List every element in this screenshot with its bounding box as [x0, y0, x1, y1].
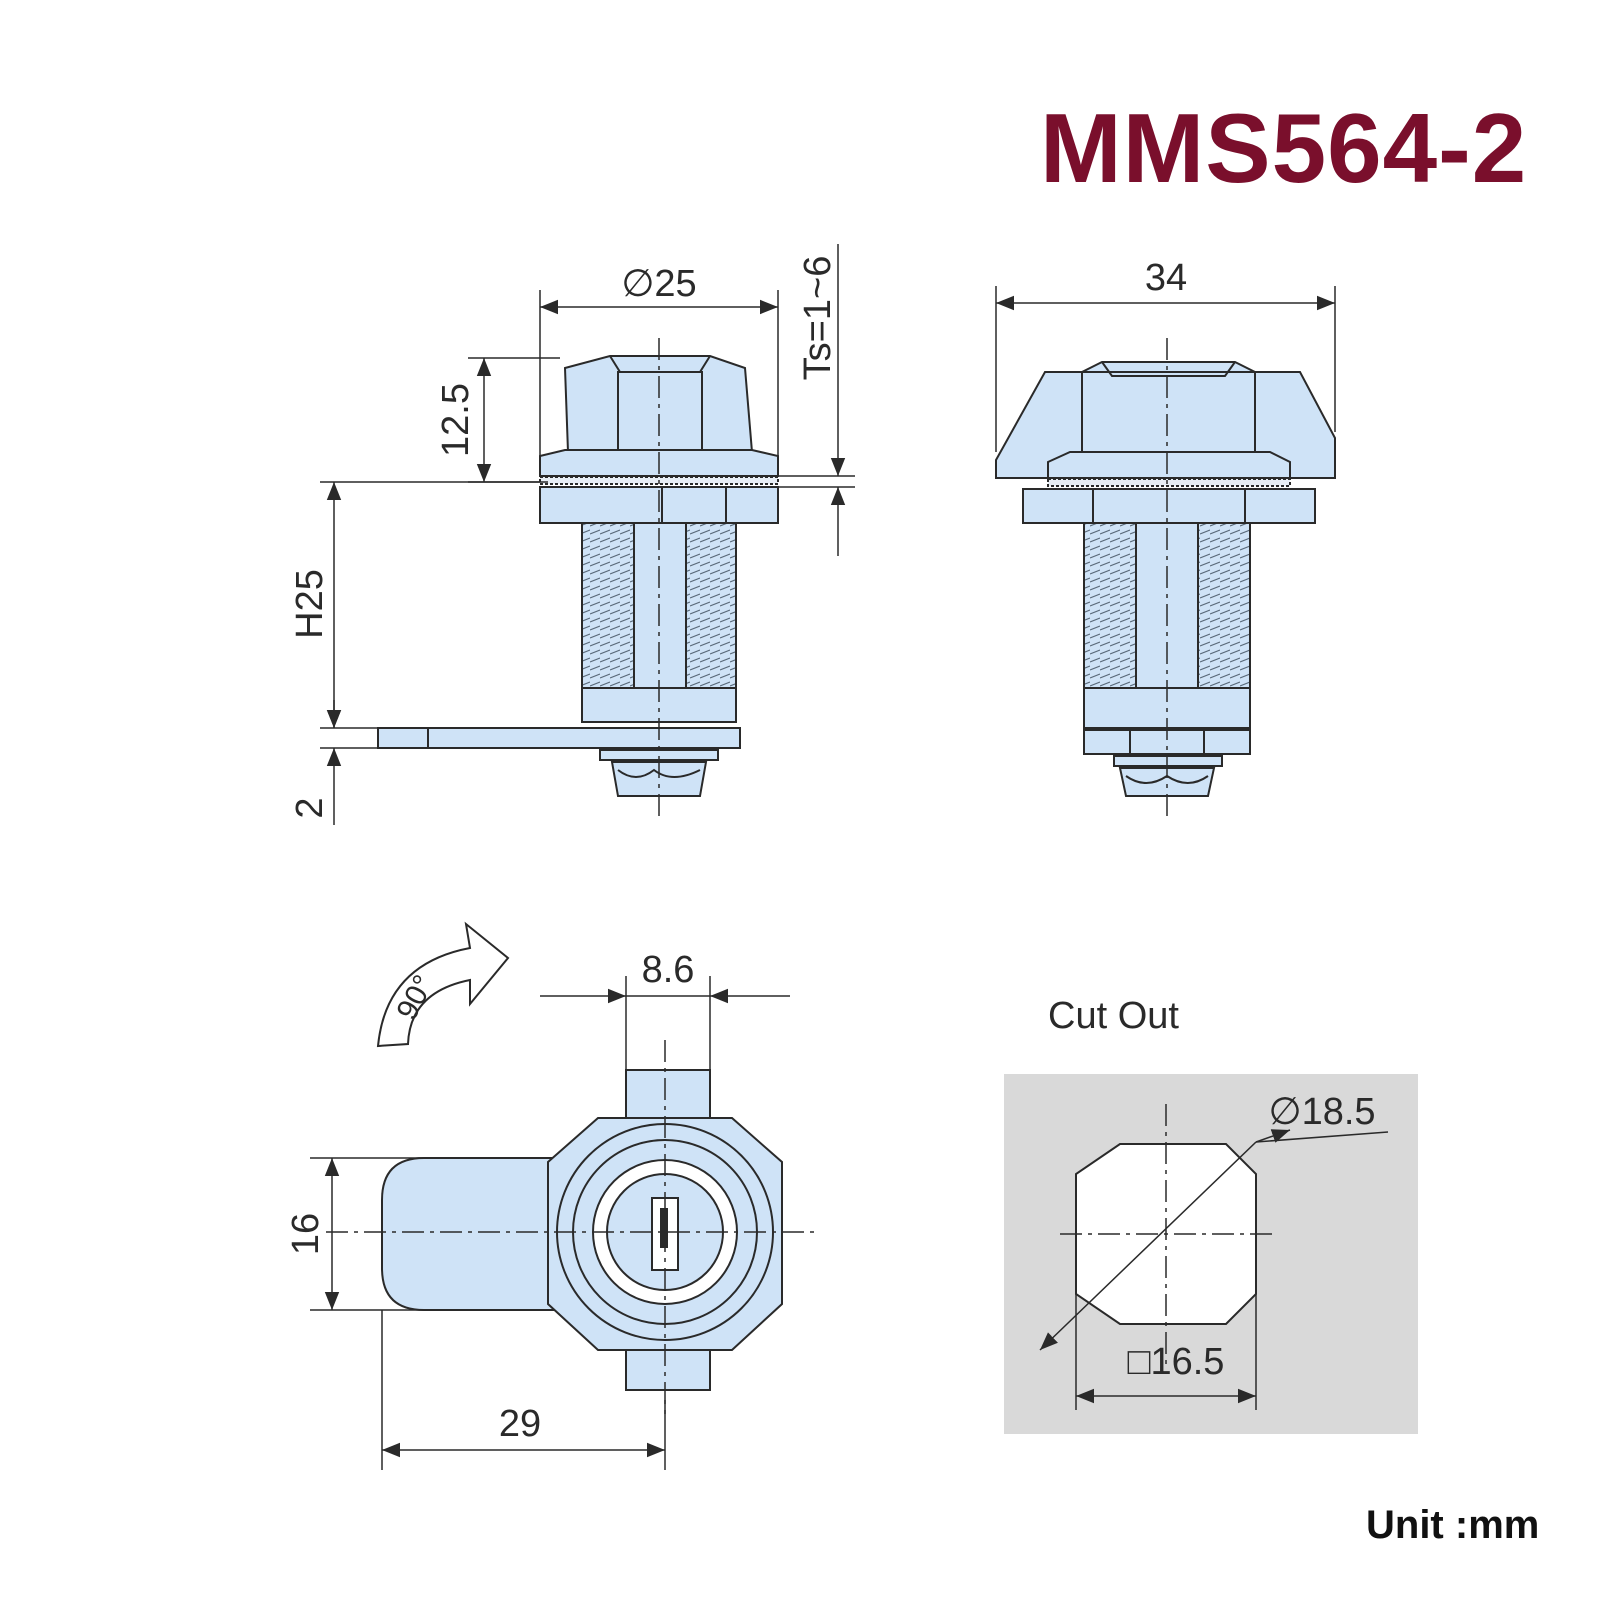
dim-length-29: 29 [499, 1403, 541, 1445]
unit-label: Unit :mm [1366, 1503, 1540, 1547]
front-flange [1047, 451, 1291, 479]
front-gasket [1047, 478, 1291, 487]
front-view [995, 338, 1336, 820]
dim-diameter-25: ∅25 [621, 263, 696, 305]
dim-cam-width: 8.6 [642, 949, 695, 991]
dim-cam-height: 16 [285, 1213, 327, 1255]
cutout-title: Cut Out [1048, 995, 1179, 1037]
front-dimensions [995, 286, 1336, 452]
bottom-view [381, 1069, 783, 1391]
side-screw [610, 761, 708, 797]
dim-h25: H25 [289, 569, 331, 639]
side-view [377, 338, 779, 820]
front-screw [1118, 767, 1216, 797]
side-knob-grip [617, 371, 703, 453]
rotation-arrow-icon [376, 921, 510, 1048]
dim-head-height: 12.5 [435, 383, 477, 457]
dim-ts: Ts=1~6 [797, 256, 839, 381]
cutout-dim-square: □16.5 [1128, 1341, 1225, 1383]
dim-thickness-2: 2 [289, 797, 331, 818]
front-nut [1022, 488, 1316, 524]
cutout-dim-diameter: ∅18.5 [1268, 1091, 1375, 1133]
front-washer [1113, 755, 1223, 767]
side-thread-flat [633, 522, 687, 689]
bottom-dimensions [310, 976, 790, 1470]
bottom-centerlines [326, 1040, 818, 1420]
side-dimensions [320, 244, 855, 825]
cutout-dimensions [1039, 1129, 1389, 1410]
dim-width-34: 34 [1145, 257, 1187, 299]
side-cam-plate [377, 727, 741, 749]
front-knob-grip [1081, 371, 1256, 455]
model-title: MMS564-2 [1040, 93, 1528, 203]
cutout-centerlines [1060, 1104, 1272, 1366]
